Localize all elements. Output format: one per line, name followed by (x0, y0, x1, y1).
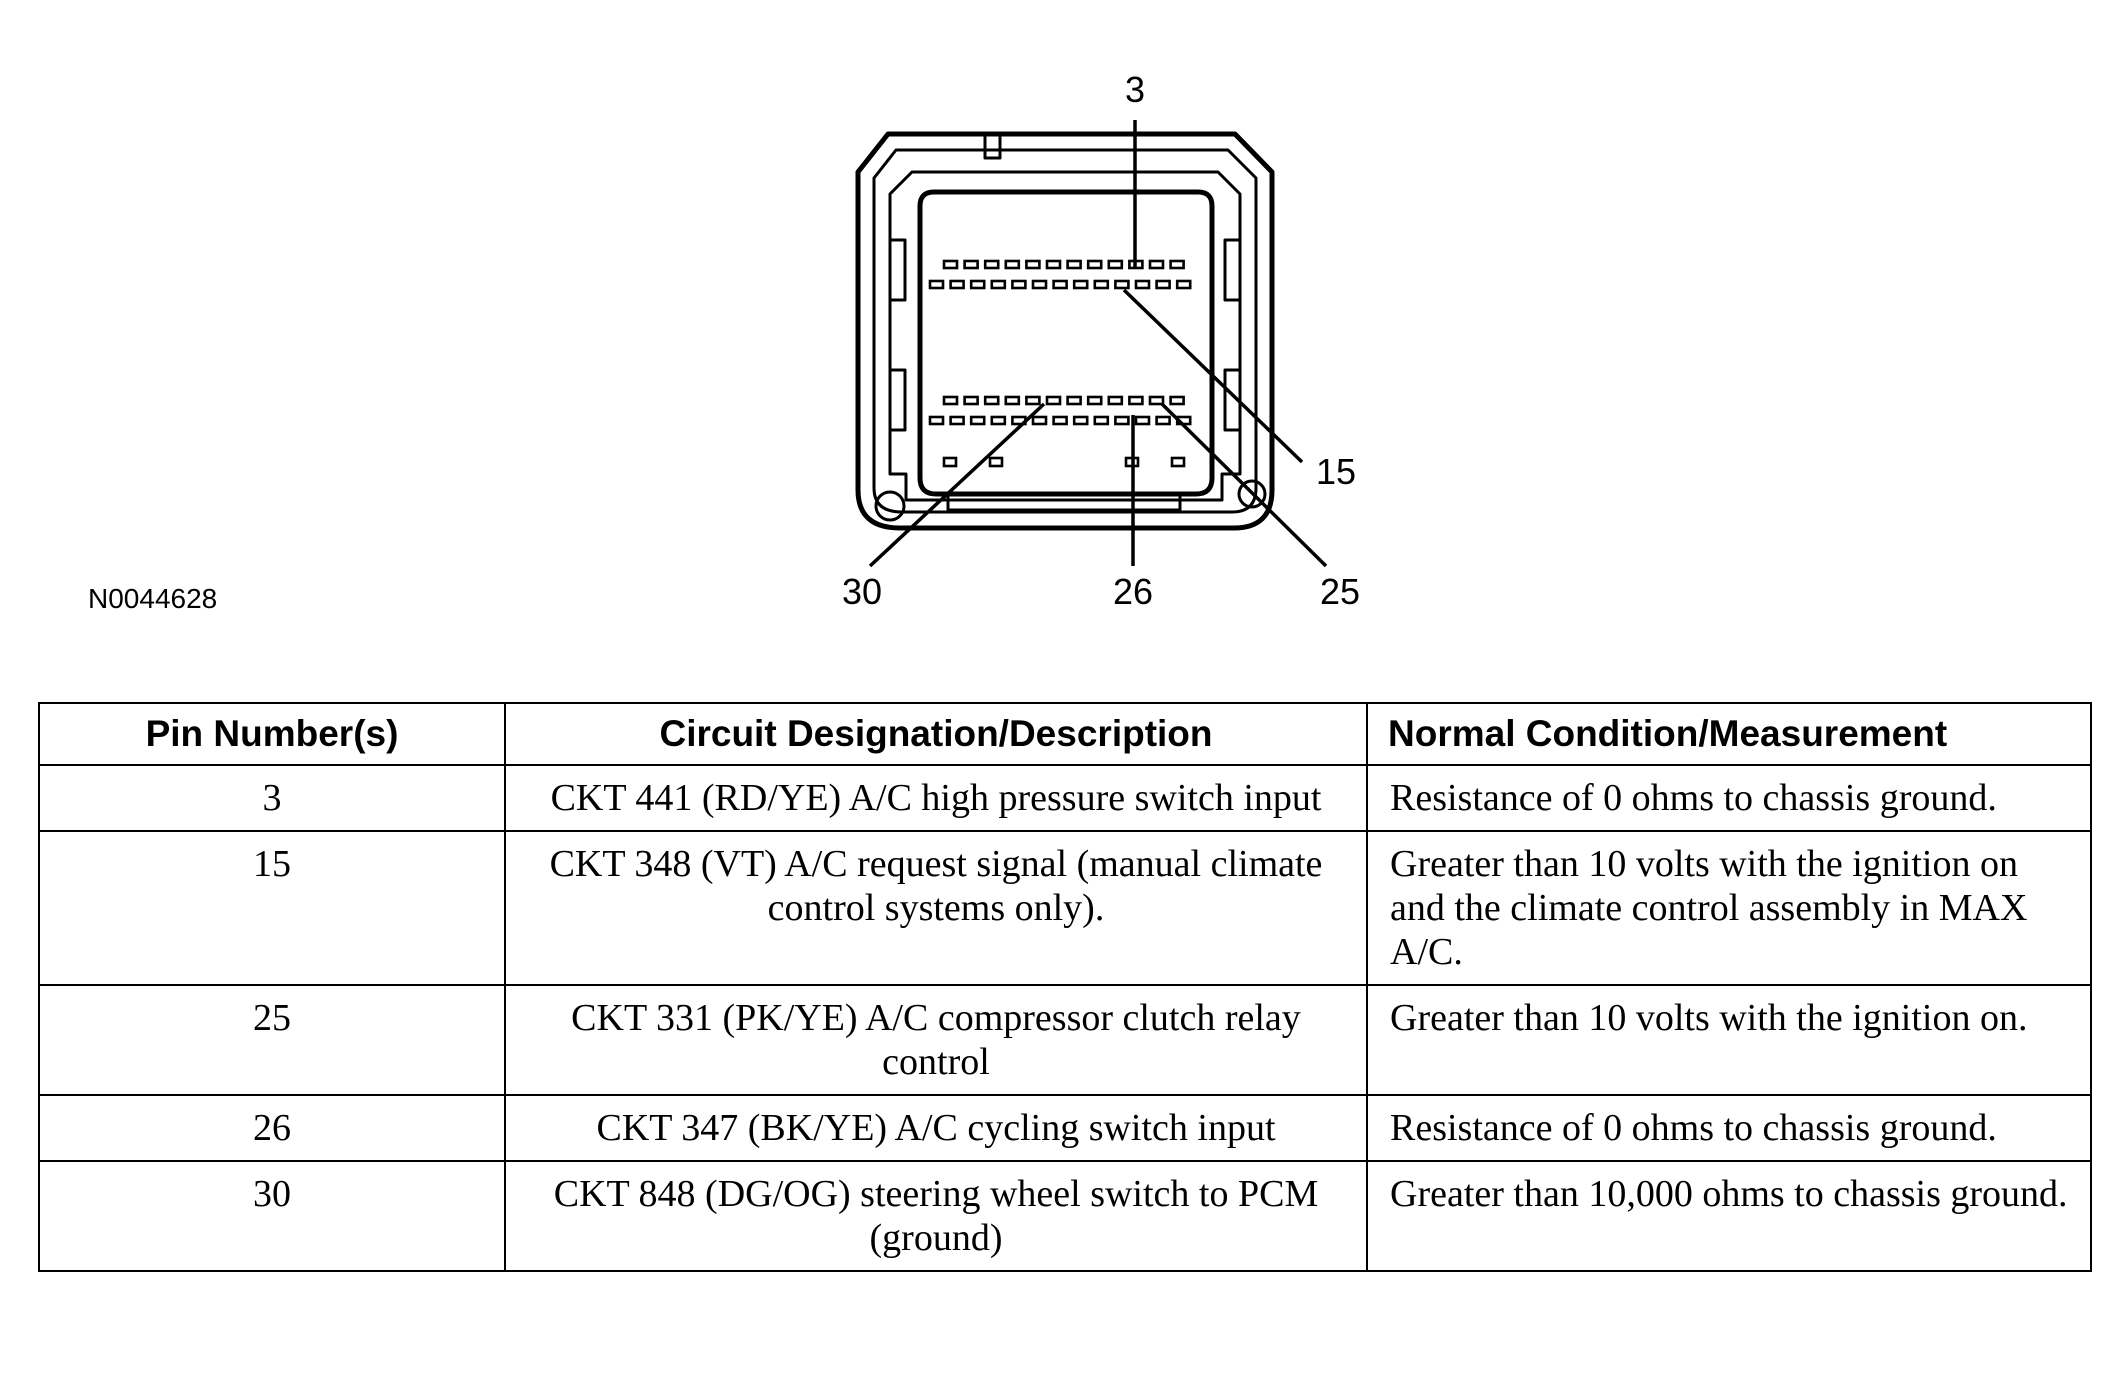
connector-top-tab (983, 134, 1002, 160)
header-normal-condition: Normal Condition/Measurement (1366, 702, 2092, 766)
pin-terminal (988, 456, 1004, 468)
pin-terminal (1011, 279, 1027, 290)
pin-terminal (1114, 279, 1130, 290)
pin-terminal (963, 395, 979, 406)
pin-terminal (1093, 415, 1110, 426)
description-cell: CKT 348 (VT) A/C request signal (manual … (504, 830, 1368, 986)
pin-terminal (1170, 456, 1186, 468)
condition-cell: Resistance of 0 ohms to chassis ground. (1366, 1094, 2092, 1162)
figure-id: N0044628 (88, 583, 217, 614)
pin-terminal (969, 279, 986, 290)
description-cell: CKT 441 (RD/YE) A/C high pressure switch… (504, 764, 1368, 832)
pin-terminal (1004, 259, 1021, 270)
pin-terminal (983, 395, 1000, 406)
pin-terminal (1114, 415, 1130, 426)
pin-terminal (1148, 395, 1165, 406)
left-side-rib (890, 238, 907, 302)
right-side-rib (1223, 238, 1240, 302)
pin-terminal (942, 456, 958, 468)
pin-terminal (928, 279, 945, 290)
bottom-latch (946, 494, 1182, 512)
table-header-row: Pin Number(s) Circuit Designation/Descri… (38, 702, 2092, 766)
pin-terminal (983, 259, 1000, 270)
pin-terminal (949, 279, 965, 290)
description-cell: CKT 347 (BK/YE) A/C cycling switch input (504, 1094, 1368, 1162)
pin-terminal (942, 259, 959, 270)
pin-terminal (1025, 395, 1041, 406)
table-row: 26 CKT 347 (BK/YE) A/C cycling switch in… (38, 1094, 2092, 1162)
pin-terminal (1072, 279, 1089, 290)
pin-terminal (990, 279, 1007, 290)
pin-terminal (1107, 395, 1124, 406)
leader-line-30 (868, 402, 1046, 568)
pin-terminal (1066, 395, 1082, 406)
pin-terminal (1045, 395, 1062, 406)
header-circuit-description: Circuit Designation/Description (504, 702, 1368, 766)
pin-terminal (928, 415, 945, 426)
pin-terminal (963, 259, 979, 270)
pin-cell: 30 (38, 1160, 506, 1272)
condition-cell: Resistance of 0 ohms to chassis ground. (1366, 764, 2092, 832)
pin-terminal (1004, 395, 1021, 406)
condition-cell: Greater than 10 volts with the ignition … (1366, 830, 2092, 986)
pin-terminal (1128, 395, 1144, 406)
pin-terminal (1031, 415, 1048, 426)
pin-terminal (1169, 395, 1185, 406)
right-mount-ear (1237, 479, 1267, 509)
pin-cell: 26 (38, 1094, 506, 1162)
callout-30: 30 (842, 571, 882, 612)
leader-line-25 (1160, 402, 1328, 568)
pin-terminal (1066, 259, 1082, 270)
pin-terminal (990, 415, 1007, 426)
pin-cavity (917, 189, 1215, 497)
pin-terminal (1031, 279, 1048, 290)
condition-cell: Greater than 10,000 ohms to chassis grou… (1366, 1160, 2092, 1272)
pin-table: Pin Number(s) Circuit Designation/Descri… (38, 702, 2092, 1272)
callout-3: 3 (1125, 69, 1145, 110)
callout-15: 15 (1316, 451, 1356, 492)
connector-housing-inner (872, 148, 1258, 514)
left-side-rib (890, 368, 907, 432)
pin-terminal (1025, 259, 1041, 270)
pin-terminal (1169, 259, 1185, 270)
pin-terminal (1052, 279, 1068, 290)
pin-terminal (1107, 259, 1124, 270)
pin-terminal (1086, 259, 1103, 270)
pin-terminal (1134, 415, 1151, 426)
table-row: 25 CKT 331 (PK/YE) A/C compressor clutch… (38, 984, 2092, 1096)
pin-cell: 15 (38, 830, 506, 986)
left-mount-ear (874, 490, 906, 522)
pin-terminal (969, 415, 986, 426)
callout-26: 26 (1113, 571, 1153, 612)
table-row: 3 CKT 441 (RD/YE) A/C high pressure swit… (38, 764, 2092, 832)
condition-cell: Greater than 10 volts with the ignition … (1366, 984, 2092, 1096)
pin-terminal (1175, 279, 1192, 290)
pin-terminal (1148, 259, 1165, 270)
pin-terminal (1134, 279, 1151, 290)
pin-cell: 3 (38, 764, 506, 832)
pin-terminal (1155, 415, 1171, 426)
connector-inner-wall (888, 170, 1242, 502)
pin-terminal (1086, 395, 1103, 406)
callout-25: 25 (1320, 571, 1360, 612)
leader-line-15 (1122, 288, 1304, 464)
connector-housing-outer (855, 131, 1275, 531)
pin-terminal (949, 415, 965, 426)
header-pin-number: Pin Number(s) (38, 702, 506, 766)
pin-terminal (1072, 415, 1089, 426)
table-row: 30 CKT 848 (DG/OG) steering wheel switch… (38, 1160, 2092, 1272)
connector-drawing: 3 15 30 26 25 N0044628 (88, 69, 1360, 614)
pin-grid (928, 259, 1192, 468)
pin-terminal (1155, 279, 1171, 290)
pin-terminal (1093, 279, 1110, 290)
table-row: 15 CKT 348 (VT) A/C request signal (manu… (38, 830, 2092, 986)
connector-diagram: 3 15 30 26 25 N0044628 (0, 0, 2124, 640)
description-cell: CKT 848 (DG/OG) steering wheel switch to… (504, 1160, 1368, 1272)
pin-terminal (1045, 259, 1062, 270)
pin-cell: 25 (38, 984, 506, 1096)
description-cell: CKT 331 (PK/YE) A/C compressor clutch re… (504, 984, 1368, 1096)
pin-terminal (1052, 415, 1068, 426)
pin-terminal (942, 395, 959, 406)
right-side-rib (1223, 368, 1240, 432)
